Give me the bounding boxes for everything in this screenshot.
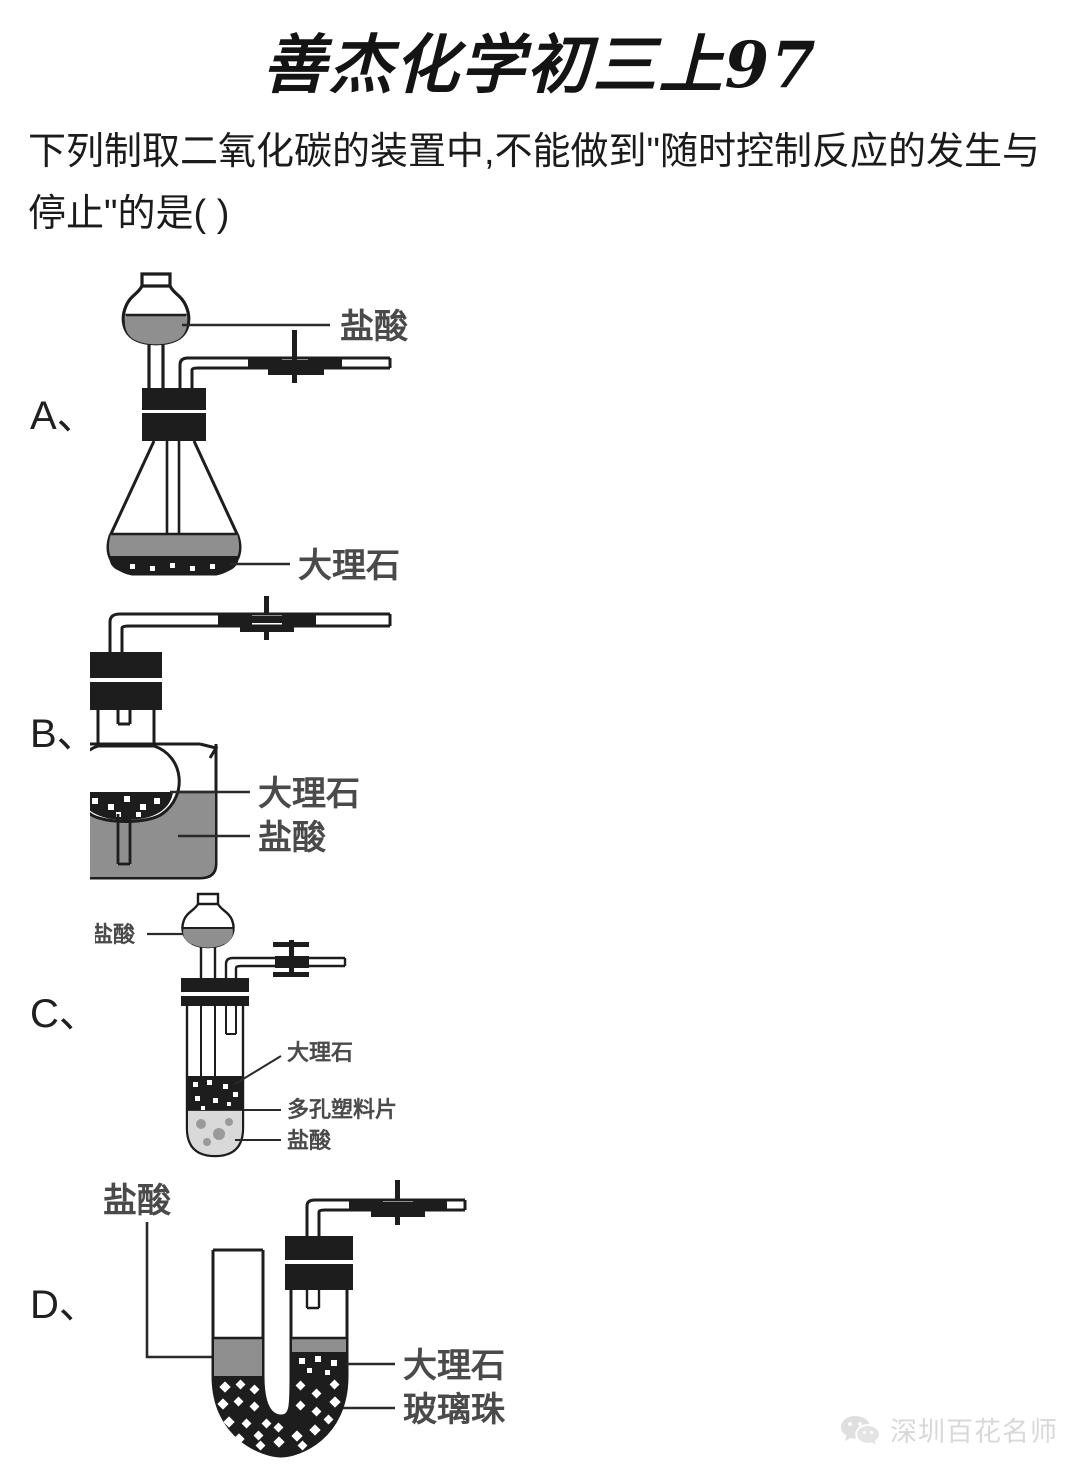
right-arm-acid-fill — [292, 1338, 346, 1354]
funnel-stem — [147, 338, 165, 390]
option-d-letter: D、 — [30, 1283, 99, 1327]
stopcock-valve[interactable] — [349, 1180, 447, 1225]
delivery-tube-outer — [224, 956, 345, 980]
option-b-letter: B、 — [30, 712, 97, 756]
option-b[interactable]: B、 — [0, 596, 1080, 886]
acid-bubbles — [196, 1118, 233, 1146]
funnel-acid-fill — [124, 315, 188, 345]
question-stem: 下列制取二氧化碳的装置中,不能做到"随时控制反应的发生与停止"的是( ) — [28, 131, 1041, 235]
gas-outlet-inside — [305, 1290, 321, 1310]
option-c-acid-bottom-label: 盐酸 — [287, 1128, 332, 1153]
marble-chip-highlights — [193, 1080, 238, 1110]
conical-flask-apparatus-svg: 盐酸 — [106, 272, 409, 585]
option-c-letter: C、 — [30, 992, 99, 1036]
option-c-marble-label: 大理石 — [287, 1040, 353, 1065]
inner-tube-top — [116, 710, 132, 726]
option-a-marble-label: 大理石 — [298, 547, 400, 585]
rubber-stopper — [181, 978, 249, 1006]
rubber-stopper — [285, 1236, 353, 1290]
stopcock-valve[interactable] — [248, 330, 342, 383]
option-a-figure: 盐酸 — [90, 268, 510, 598]
option-c-figure: 盐酸 — [95, 884, 515, 1184]
option-d-acid-label: 盐酸 — [103, 1182, 172, 1220]
watermark-text: 深圳百花名师 — [890, 1417, 1058, 1447]
option-c-porous-plate-label: 多孔塑料片 — [287, 1097, 397, 1122]
option-b-marble-label: 大理石 — [258, 775, 360, 813]
delivery-tube-outer — [305, 1198, 465, 1240]
delivery-tube-outer — [108, 612, 390, 654]
right-arm-marble-layer — [292, 1352, 346, 1378]
option-a-letter: A、 — [30, 394, 97, 438]
inner-tube — [116, 814, 132, 864]
gas-outlet-inside — [225, 1006, 237, 1035]
option-a[interactable]: A、 盐酸 — [0, 268, 1080, 598]
marble-leader-line — [234, 1055, 282, 1085]
beaker-apparatus-svg: 大理石 盐酸 — [90, 596, 392, 880]
funnel-neck-top — [196, 892, 220, 904]
acid-leader-line — [145, 1222, 235, 1359]
option-a-acid-label: 盐酸 — [340, 308, 409, 346]
option-c[interactable]: C、 盐酸 — [0, 884, 1080, 1184]
wechat-icon — [841, 1415, 879, 1444]
delivery-tube-inner — [120, 624, 390, 654]
delivery-tube-inner — [234, 964, 345, 980]
option-d-glass-beads-label: 玻璃珠 — [403, 1391, 506, 1429]
test-tube-apparatus-svg: 盐酸 — [95, 892, 397, 1158]
flask-left-wall — [108, 440, 156, 537]
rubber-stopper — [90, 652, 162, 710]
page-title: 善杰化学初三上97 — [262, 28, 818, 103]
option-d-marble-label: 大理石 — [403, 1347, 505, 1385]
glass-bead-highlights — [217, 1379, 341, 1451]
option-d-figure: 盐酸 — [85, 1180, 535, 1470]
u-tube-apparatus-svg: 盐酸 — [103, 1180, 506, 1458]
funnel-stem-inside — [165, 441, 181, 550]
left-arm-acid-fill — [214, 1338, 262, 1376]
stopcock-valve[interactable] — [218, 596, 316, 640]
marble-chip-highlights — [130, 563, 215, 571]
funnel-stem — [199, 943, 217, 980]
delivery-tube-inner — [190, 366, 390, 390]
option-d[interactable]: D、 盐酸 — [0, 1180, 1080, 1470]
test-tube-body — [185, 1006, 245, 1158]
beaker-spout — [199, 742, 219, 759]
marble-chip-highlights — [299, 1356, 337, 1375]
delivery-tube-inner — [317, 1208, 465, 1240]
inner-marble-layer — [90, 792, 173, 820]
beaker-walls — [90, 744, 218, 880]
option-b-figure: 大理石 盐酸 — [90, 596, 510, 886]
flask-right-wall — [192, 440, 240, 537]
tube-marble-layer — [188, 1076, 242, 1110]
option-b-acid-label: 盐酸 — [258, 819, 327, 857]
stopcock-valve[interactable] — [273, 940, 309, 977]
rubber-stopper — [142, 388, 206, 441]
watermark: 深圳百花名师 — [840, 1410, 1058, 1449]
glass-beads-fill — [214, 1376, 346, 1455]
delivery-tube-outer — [178, 356, 390, 390]
vessel-neck — [96, 710, 156, 746]
funnel-acid-fill — [183, 928, 233, 948]
option-c-acid-top-label: 盐酸 — [95, 922, 136, 947]
funnel-neck-top — [140, 272, 172, 286]
